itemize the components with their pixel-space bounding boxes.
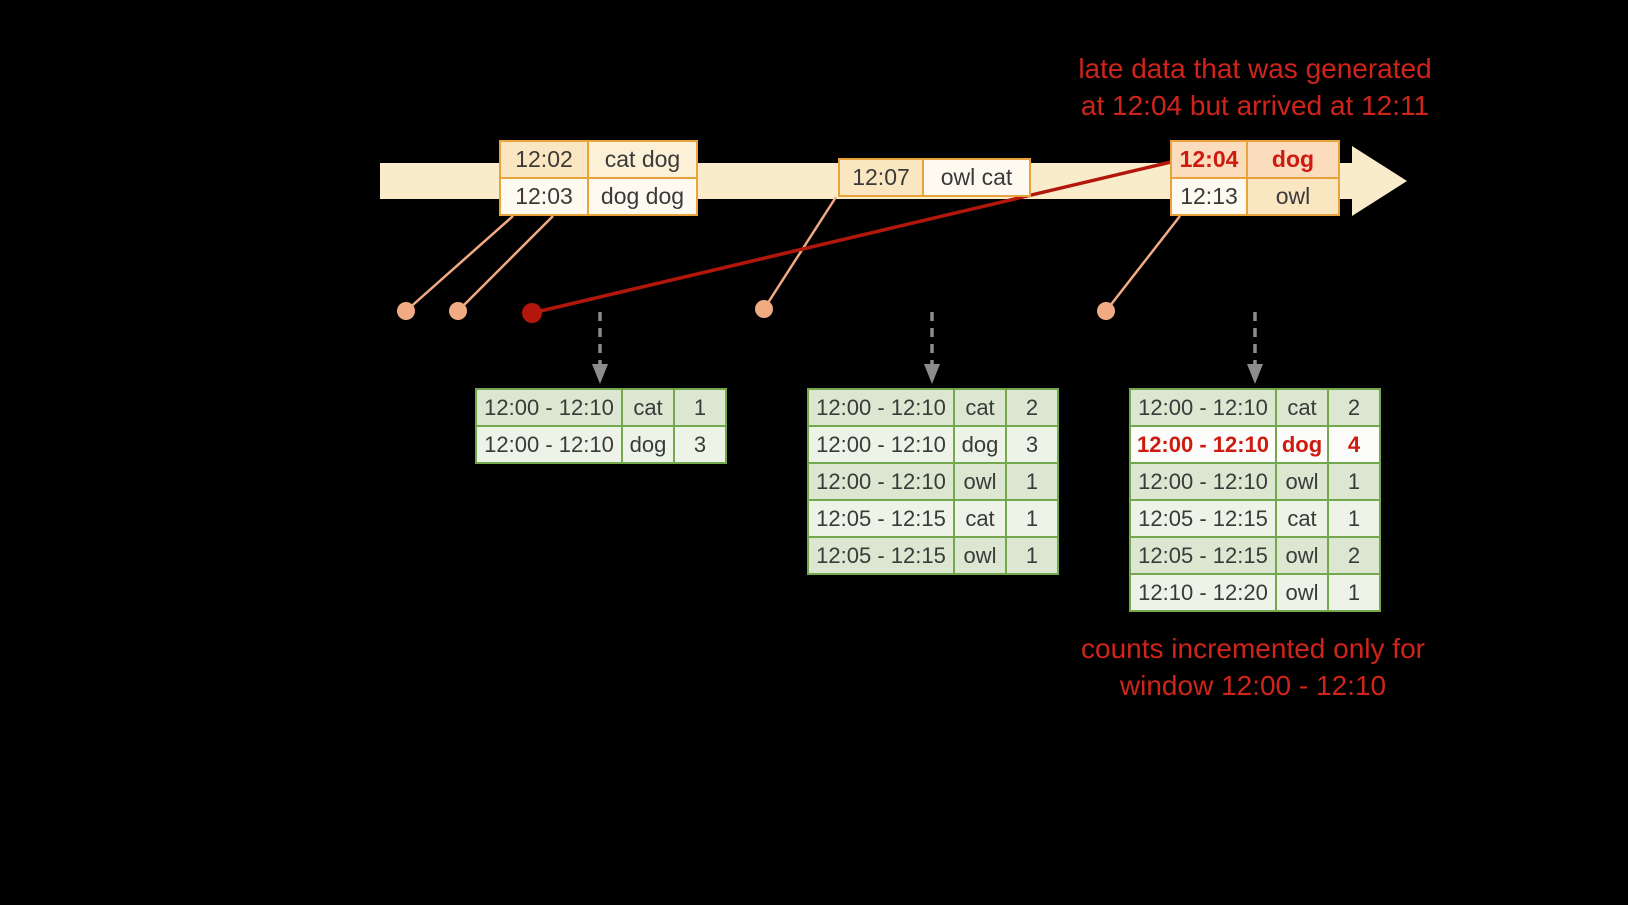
word-cell: cat [955, 501, 1005, 536]
word-cell: dog [623, 427, 673, 462]
trigger-arrow-icon [924, 312, 940, 384]
result-table: 12:00 - 12:10 cat 1 12:00 - 12:10 dog 3 [475, 388, 727, 464]
count-cell: 3 [1007, 427, 1057, 462]
event-time-cell: 12:13 [1172, 179, 1246, 214]
event-table: 12:02 cat dog 12:03 dog dog [499, 140, 698, 216]
window-cell: 12:00 - 12:10 [1131, 390, 1275, 425]
window-cell: 12:00 - 12:10 [477, 427, 621, 462]
late-data-annotation: late data that was generated at 12:04 bu… [1020, 50, 1490, 124]
event-dot [397, 302, 415, 320]
event-time-cell: 12:02 [501, 142, 587, 177]
word-cell: dog [955, 427, 1005, 462]
updated-word-cell: dog [1277, 427, 1327, 462]
event-words-cell: cat dog [589, 142, 696, 177]
word-cell: owl [1277, 575, 1327, 610]
word-cell: cat [1277, 501, 1327, 536]
late-data-line [531, 160, 1172, 315]
word-cell: owl [955, 464, 1005, 499]
window-cell: 12:05 - 12:15 [809, 501, 953, 536]
event-dot [755, 300, 773, 318]
window-cell: 12:05 - 12:15 [1131, 501, 1275, 536]
event-time-cell: 12:07 [840, 160, 922, 195]
late-event-time-cell: 12:04 [1172, 142, 1246, 177]
word-cell: cat [623, 390, 673, 425]
late-data-annotation-line1: late data that was generated [1078, 53, 1432, 84]
window-cell: 12:00 - 12:10 [477, 390, 621, 425]
count-cell: 1 [1007, 538, 1057, 573]
window-cell: 12:00 - 12:10 [809, 427, 953, 462]
count-cell: 1 [1329, 464, 1379, 499]
updated-window-cell: 12:00 - 12:10 [1131, 427, 1275, 462]
late-data-annotation-line2: at 12:04 but arrived at 12:11 [1080, 90, 1430, 121]
late-event-dot [522, 303, 542, 323]
trigger-arrow-icon [1247, 312, 1263, 384]
word-cell: owl [1277, 538, 1327, 573]
window-cell: 12:00 - 12:10 [809, 464, 953, 499]
count-cell: 2 [1329, 538, 1379, 573]
window-cell: 12:05 - 12:15 [809, 538, 953, 573]
event-time-cell: 12:03 [501, 179, 587, 214]
event-words-cell: owl cat [924, 160, 1029, 195]
window-cell: 12:05 - 12:15 [1131, 538, 1275, 573]
word-cell: cat [955, 390, 1005, 425]
word-cell: owl [1277, 464, 1327, 499]
counts-annotation-line2: window 12:00 - 12:10 [1119, 670, 1387, 701]
window-cell: 12:00 - 12:10 [1131, 464, 1275, 499]
event-words-cell: owl [1248, 179, 1338, 214]
connector-line [405, 215, 514, 312]
event-table: 12:07 owl cat [838, 158, 1031, 197]
window-cell: 12:10 - 12:20 [1131, 575, 1275, 610]
updated-count-cell: 4 [1329, 427, 1379, 462]
window-cell: 12:00 - 12:10 [809, 390, 953, 425]
event-table: 12:04 dog 12:13 owl [1170, 140, 1340, 216]
result-table: 12:00 - 12:10 cat 2 12:00 - 12:10 dog 4 … [1129, 388, 1381, 612]
count-cell: 3 [675, 427, 725, 462]
count-cell: 1 [1329, 575, 1379, 610]
count-cell: 1 [675, 390, 725, 425]
count-cell: 1 [1007, 464, 1057, 499]
event-dot [1097, 302, 1115, 320]
connector-line [762, 196, 838, 310]
count-cell: 1 [1007, 501, 1057, 536]
trigger-arrow-icon [592, 312, 608, 384]
late-event-words-cell: dog [1248, 142, 1338, 177]
count-cell: 2 [1007, 390, 1057, 425]
counts-annotation: counts incremented only for window 12:00… [1018, 630, 1488, 704]
word-cell: owl [955, 538, 1005, 573]
event-words-cell: dog dog [589, 179, 696, 214]
event-dot [449, 302, 467, 320]
count-cell: 1 [1329, 501, 1379, 536]
word-cell: cat [1277, 390, 1327, 425]
connector-line [457, 215, 554, 312]
result-table: 12:00 - 12:10 cat 2 12:00 - 12:10 dog 3 … [807, 388, 1059, 575]
connector-line [1105, 215, 1181, 312]
count-cell: 2 [1329, 390, 1379, 425]
counts-annotation-line1: counts incremented only for [1081, 633, 1425, 664]
